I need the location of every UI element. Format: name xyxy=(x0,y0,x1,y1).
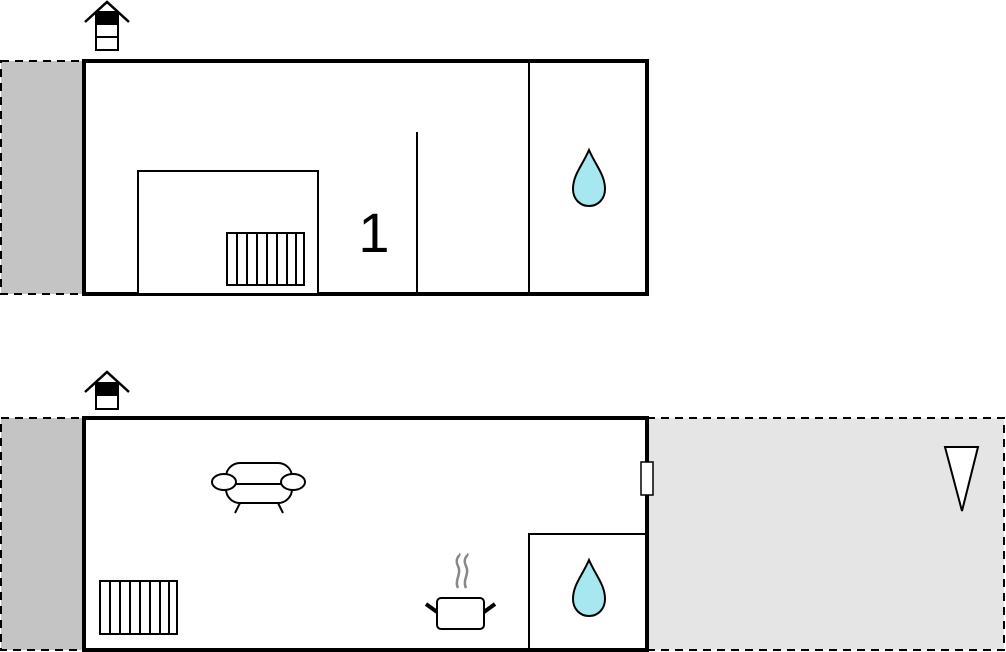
sofa-icon xyxy=(211,462,306,514)
bathroom-water-drop-icon xyxy=(571,557,607,618)
terrace-area-ground xyxy=(0,417,85,651)
garden-area xyxy=(646,417,1005,651)
house-level-icon xyxy=(84,0,130,51)
north-arrow-icon xyxy=(943,446,980,512)
terrace-area-upper xyxy=(0,60,85,295)
ground-floor xyxy=(0,370,1005,652)
upper-floor: 1 xyxy=(0,0,649,296)
radiator-icon xyxy=(226,232,305,286)
room-number-label: 1 xyxy=(358,201,389,264)
bathroom-water-drop-icon xyxy=(571,147,607,208)
radiator-icon xyxy=(99,580,178,635)
house-level-icon xyxy=(84,370,130,410)
kitchen-pot-icon xyxy=(424,552,497,630)
bathroom-wall xyxy=(528,533,647,650)
door-icon xyxy=(640,461,654,496)
